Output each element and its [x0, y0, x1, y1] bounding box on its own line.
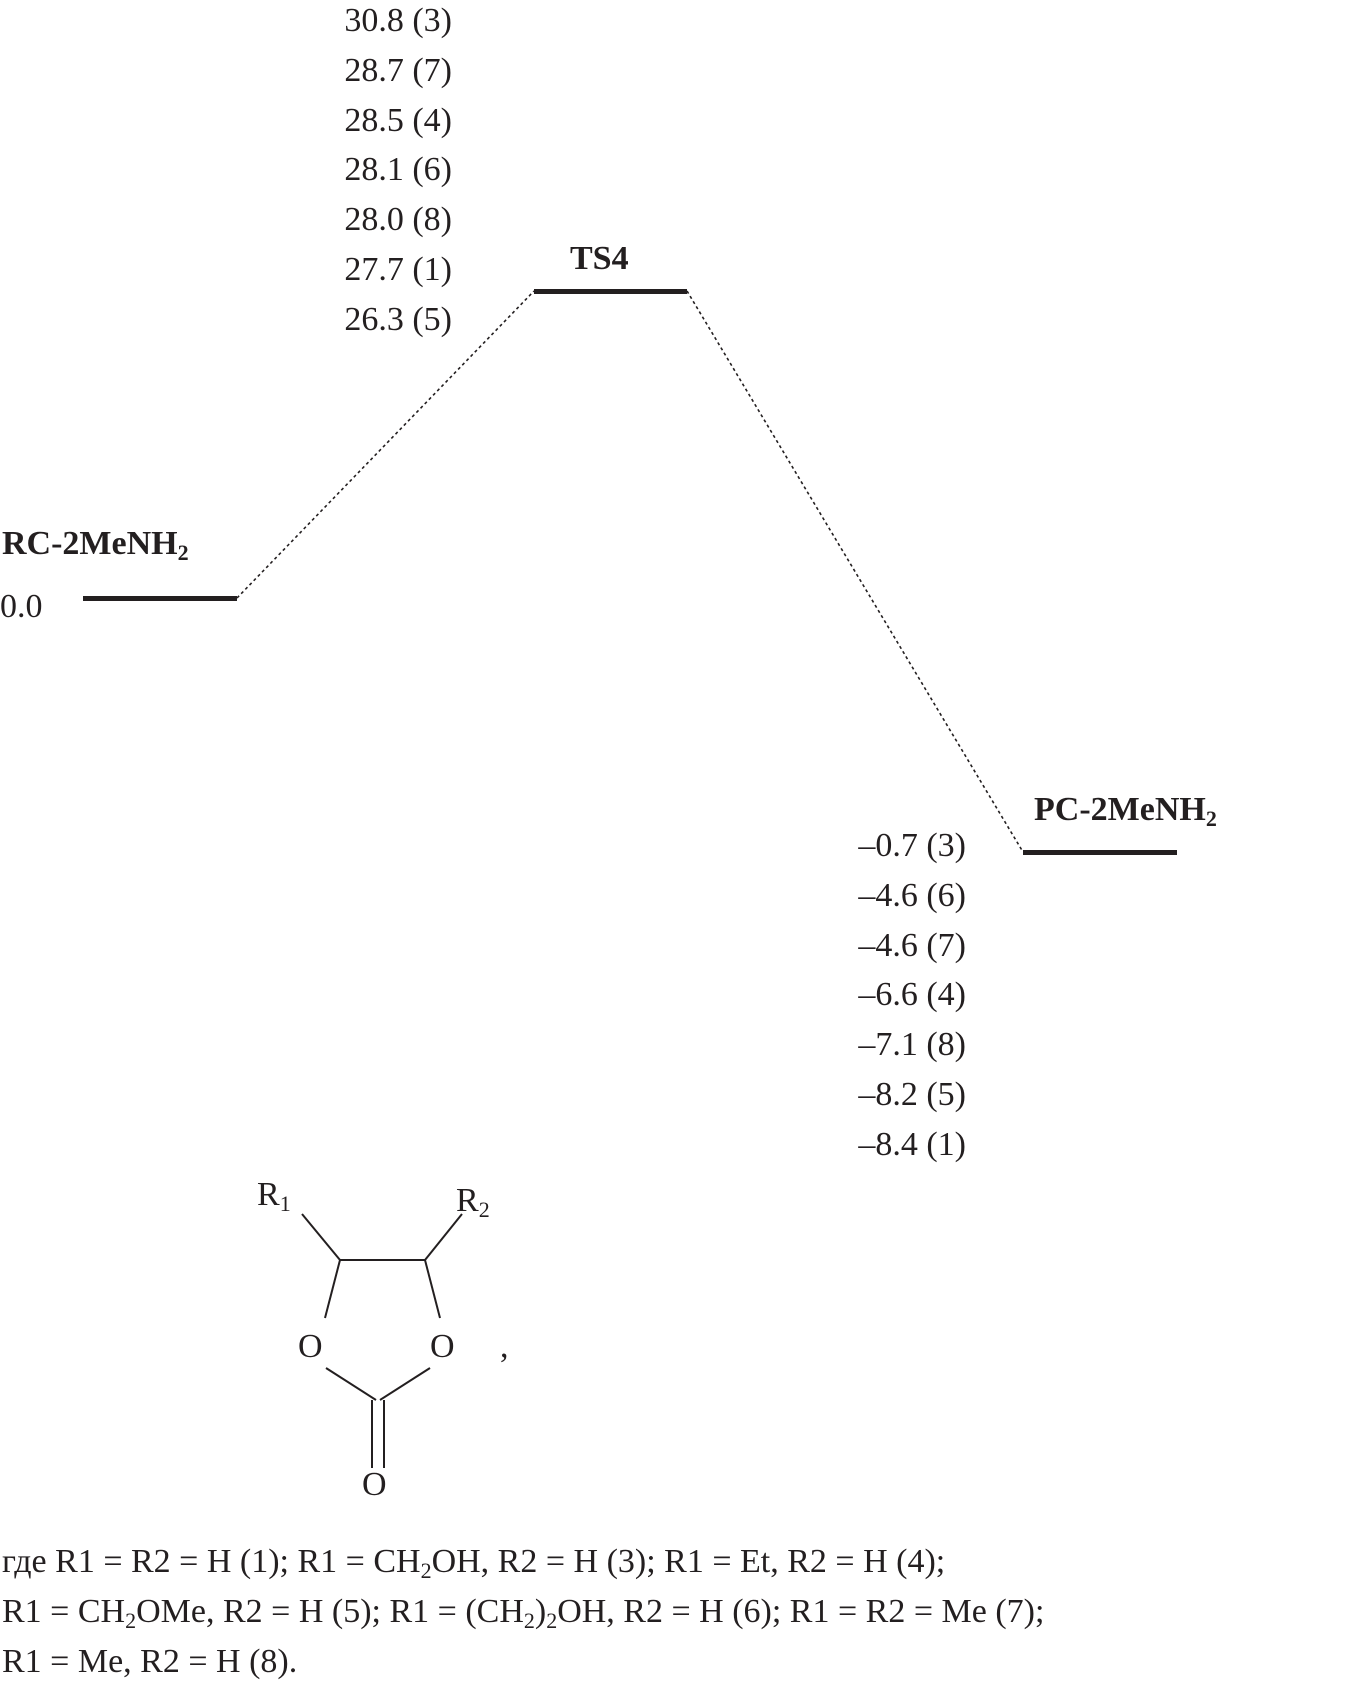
caption-line-1: где R1 = R2 = H (1); R1 = CH2OH, R2 = H … — [2, 1543, 946, 1583]
ts-energy-value: 28.5 (4) — [344, 101, 452, 139]
r1-bond — [301, 1213, 341, 1261]
r2-bond — [424, 1213, 463, 1261]
ring-oxygen-left: O — [298, 1328, 323, 1365]
rc-label: RC-2MeNH2 — [2, 525, 189, 565]
pc-energy-list: –0.7 (3) –4.6 (6) –4.6 (7) –6.6 (4) –7.1… — [858, 821, 966, 1170]
ts4-energy-level — [534, 289, 687, 294]
pc-energy-level — [1023, 850, 1177, 855]
pc-energy-value: –6.6 (4) — [858, 976, 966, 1014]
c-o-left-bond — [324, 1259, 341, 1319]
ts-energy-value: 28.0 (8) — [344, 201, 452, 239]
pc-energy-value: –7.1 (8) — [858, 1026, 966, 1064]
ts-to-pc-connector — [686, 290, 1024, 853]
rc-energy-level — [83, 596, 237, 601]
rc-energy-value: 0.0 — [0, 588, 43, 625]
o-right-carbonyl-bond — [379, 1367, 431, 1401]
pc-energy-value: –8.4 (1) — [858, 1125, 966, 1163]
ts-energy-value: 28.1 (6) — [344, 151, 452, 189]
structure-comma: , — [500, 1328, 509, 1365]
carbonyl-oxygen: O — [362, 1466, 387, 1503]
ts-energy-value: 28.7 (7) — [344, 51, 452, 89]
pc-energy-value: –4.6 (7) — [858, 926, 966, 964]
ts-energy-value: 27.7 (1) — [344, 250, 452, 288]
caption-line-2: R1 = CH2OMe, R2 = H (5); R1 = (CH2)2OH, … — [2, 1593, 1045, 1633]
pc-label: PC-2MeNH2 — [1034, 791, 1217, 831]
pc-energy-value: –0.7 (3) — [858, 827, 966, 864]
o-left-carbonyl-bond — [325, 1367, 377, 1401]
ts-energy-value: 30.8 (3) — [344, 2, 452, 39]
r2-label: R2 — [456, 1182, 490, 1222]
pc-energy-value: –4.6 (6) — [858, 876, 966, 914]
pc-energy-value: –8.2 (5) — [858, 1075, 966, 1113]
ts-energy-value: 26.3 (5) — [344, 300, 452, 338]
rc-to-ts-connector — [236, 290, 535, 599]
ts-energy-list: 30.8 (3) 28.7 (7) 28.5 (4) 28.1 (6) 28.0… — [344, 0, 452, 345]
ring-oxygen-right: O — [430, 1328, 455, 1365]
c-o-right-bond — [424, 1259, 441, 1319]
caption-line-3: R1 = Me, R2 = H (8). — [2, 1643, 298, 1680]
r1-label: R1 — [257, 1176, 291, 1216]
ts4-label: TS4 — [570, 240, 629, 277]
